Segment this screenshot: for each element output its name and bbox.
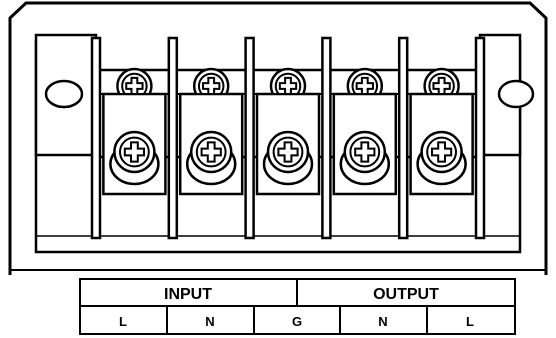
back-screw-head	[346, 67, 384, 93]
back-screw-head	[269, 67, 307, 93]
front-screw-icon	[189, 130, 233, 174]
terminal-1	[102, 67, 167, 196]
back-screw-head	[116, 67, 153, 93]
front-screw-icon	[343, 130, 387, 174]
terminal-label-3: G	[292, 314, 302, 329]
terminal-4	[332, 67, 398, 196]
back-screw-icon	[192, 67, 230, 93]
back-screw-icon	[423, 67, 460, 93]
front-screw	[262, 130, 314, 186]
terminal-label-1: L	[119, 314, 127, 329]
label-table: INPUT OUTPUT L N G N L	[79, 278, 516, 335]
output-group-label: OUTPUT	[373, 286, 439, 303]
back-screw	[116, 67, 153, 93]
right-mounting-hole	[497, 79, 535, 109]
terminal-label-5: L	[466, 314, 474, 329]
terminal-5	[409, 67, 474, 196]
back-screw-icon	[269, 67, 307, 93]
barrier-wall	[474, 36, 486, 240]
back-screw-icon	[346, 67, 384, 93]
front-screw	[185, 130, 237, 186]
terminal-label-4: N	[378, 314, 387, 329]
back-screw-head	[423, 67, 460, 93]
barrier-wall	[321, 36, 332, 240]
front-screw-icon	[266, 130, 310, 174]
back-screw	[346, 67, 384, 93]
terminals	[102, 67, 474, 196]
back-screw-icon	[116, 67, 153, 93]
front-screw	[339, 130, 391, 186]
front-screw	[109, 130, 160, 186]
terminal-2	[178, 67, 244, 196]
barrier-wall	[397, 36, 409, 240]
back-screw	[423, 67, 460, 93]
terminal-label-2: N	[205, 314, 214, 329]
back-screw	[192, 67, 230, 93]
barrier-walls	[90, 36, 486, 240]
left-mounting-hole	[44, 79, 84, 109]
housing-outline	[8, 1, 548, 275]
front-screw-icon	[420, 130, 463, 174]
barrier-wall	[244, 36, 255, 240]
back-screw	[269, 67, 307, 93]
front-screw	[416, 130, 467, 186]
back-screw-head	[192, 67, 230, 93]
barrier-wall	[90, 36, 102, 240]
barrier-wall	[167, 36, 179, 240]
terminal-3	[255, 67, 321, 196]
input-group-label: INPUT	[164, 286, 212, 303]
front-screw-icon	[113, 130, 156, 174]
